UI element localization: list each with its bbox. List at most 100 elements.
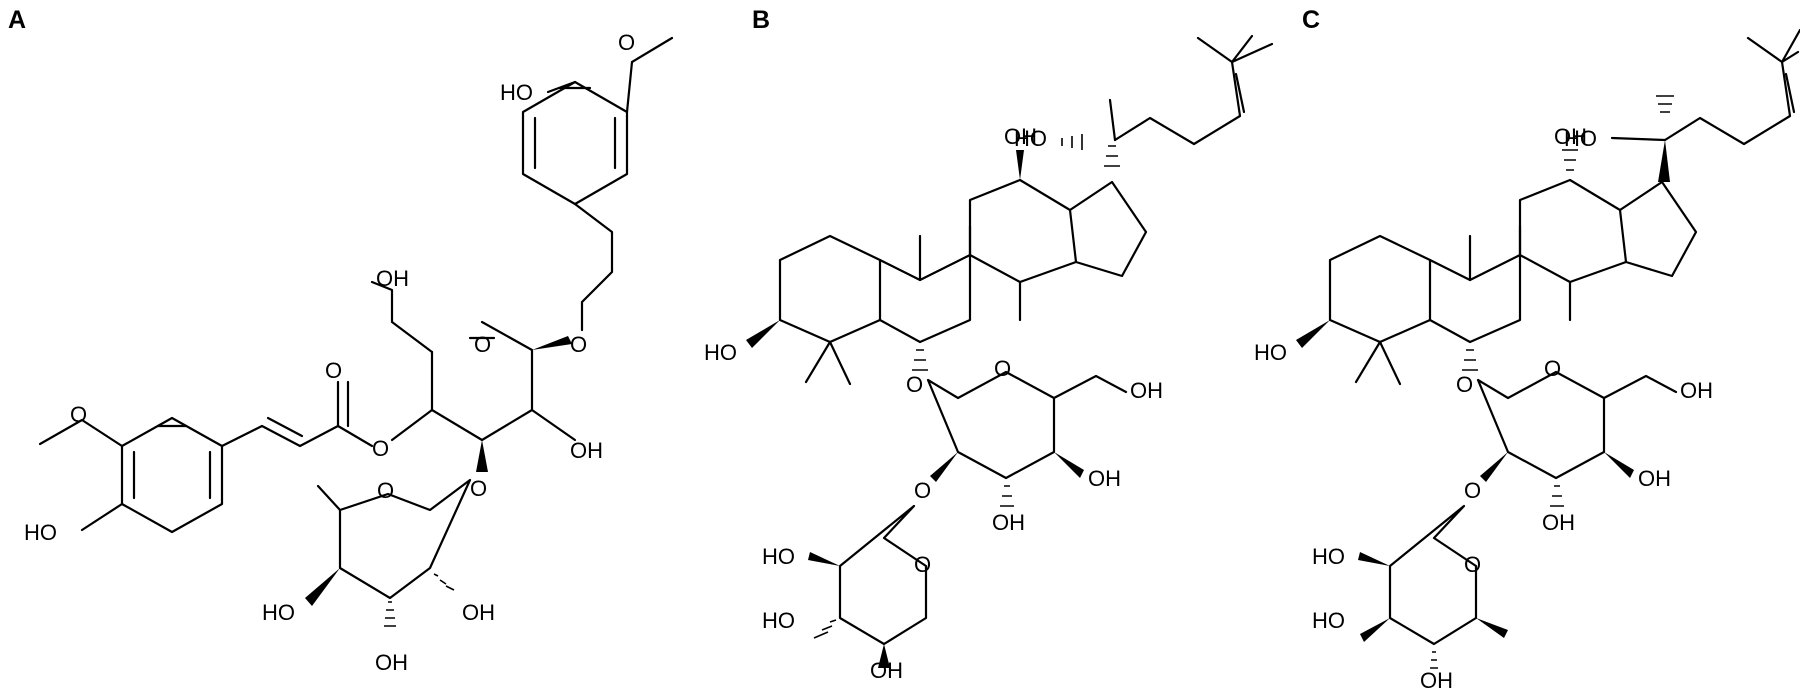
panel-label-a: A: [8, 6, 26, 34]
atom-label-ho: HO: [1312, 608, 1345, 633]
structure-b: B HO OH HO O O OH OH OH O: [704, 6, 1274, 683]
bond-b-angular-methyls: [918, 224, 972, 282]
wedge-c-c17: [1658, 140, 1670, 182]
ring-c-a: [1328, 234, 1432, 344]
atom-label-oh: OH: [1638, 466, 1671, 491]
wedge-c-rham-methyl: [1476, 618, 1508, 638]
ring-c-c: [1518, 178, 1628, 284]
hash-b-c17: [1104, 145, 1120, 167]
hash-a-rham-c2: [433, 573, 455, 591]
bond-b-side-chain: [1113, 36, 1242, 146]
atom-label-ho: HO: [1564, 126, 1597, 151]
hash-c-glc-c3: [1550, 485, 1564, 507]
ring-b-xylose: [838, 504, 928, 646]
ring-b-a: [778, 234, 882, 344]
hash-c-c12: [1562, 149, 1578, 171]
wedge-a-c3: [476, 440, 488, 472]
wedge-a-rham-c4: [305, 568, 340, 606]
bond-a-ho-left: [80, 502, 124, 532]
atom-label-oh: OH: [1542, 510, 1575, 535]
atom-label-oh: OH: [1554, 124, 1587, 149]
atom-label-ho: HO: [762, 608, 795, 633]
atom-label-ho: HO: [704, 340, 737, 365]
atom-label-oh: OH: [1088, 466, 1121, 491]
bond-b-terminal-methyls: [1230, 34, 1274, 64]
structure-c: C HO OH HO O O OH OH OH O: [1254, 6, 1800, 688]
hash-b-c20-oh: [1061, 134, 1083, 150]
ring-c-rhamnose: [1388, 504, 1478, 646]
wedge-c-rham-c3: [1360, 618, 1390, 642]
atom-label-ho: HO: [1254, 340, 1287, 365]
ring-b-glucose: [926, 370, 1056, 480]
ring-b-d: [1068, 180, 1148, 278]
wedge-b-glc-c4: [1054, 452, 1084, 478]
bond-a-ho-top: [546, 80, 577, 94]
bond-a-ethyl-linker: [573, 202, 614, 332]
ring-c-d: [1618, 180, 1698, 278]
hash-b-xyl-c3: [813, 619, 837, 639]
hash-c-c6: [1462, 349, 1478, 371]
bond-c-c20-oh: [1610, 136, 1667, 142]
bond-a-methoxy-top: [625, 36, 674, 114]
ring-c-glucose: [1476, 370, 1606, 480]
bond-b-ch2oh: [1052, 374, 1128, 400]
atom-label-oh: OH: [375, 650, 408, 675]
atom-label-oh: OH: [570, 438, 603, 463]
atom-label-ho: HO: [762, 544, 795, 569]
bond-a-methoxy-left: [38, 418, 124, 448]
atom-label-o: O: [1544, 356, 1561, 381]
atom-label-o: O: [1456, 372, 1473, 397]
bond-a-ch2oh: [370, 280, 434, 354]
atom-label-oh: OH: [992, 510, 1025, 535]
atom-label-ho: HO: [500, 80, 533, 105]
wedge-c-rham-c2: [1358, 552, 1390, 566]
wedge-a-anomeric: [532, 336, 572, 350]
ring-a-left-phenyl-inner: [132, 424, 212, 500]
atom-label-oh: OH: [1130, 378, 1163, 403]
atom-label-o: O: [914, 552, 931, 577]
atom-label-ho: HO: [1312, 544, 1345, 569]
wedge-b-glc-c2: [930, 452, 958, 482]
bond-b-c20-methyl: [1108, 98, 1117, 142]
atom-label-o: O: [1464, 552, 1481, 577]
atom-label-o: O: [474, 332, 491, 357]
atom-label-o: O: [70, 402, 87, 427]
atom-label-ho: HO: [262, 600, 295, 625]
atom-label-o: O: [994, 356, 1011, 381]
ring-a-top-phenyl-inner: [533, 86, 617, 170]
atom-label-o: O: [914, 478, 931, 503]
ring-c-b: [1428, 253, 1522, 344]
bond-c-side-chain: [1663, 36, 1792, 146]
bond-a-c4-ester: [390, 408, 434, 442]
bond-c-ch2oh: [1602, 374, 1678, 400]
bond-a-c2-oh: [530, 408, 577, 442]
atom-label-o: O: [570, 332, 587, 357]
atom-label-oh: OH: [462, 600, 495, 625]
atom-label-o: O: [325, 358, 342, 383]
ring-a-glucose: [430, 320, 534, 442]
atom-label-o: O: [470, 476, 487, 501]
bond-c-side-chain-alkene-inner: [1784, 72, 1796, 114]
bond-c-angular-methyls: [1468, 224, 1522, 282]
atom-label-oh: OH: [1420, 668, 1453, 688]
hash-c-rham-c4: [1430, 651, 1438, 669]
bond-a-alkene-inner: [266, 416, 304, 438]
ring-a-left-phenyl: [120, 416, 224, 534]
wedge-c-glc-c4: [1604, 452, 1634, 478]
bond-a-rham-methyl: [316, 484, 342, 512]
structure-a: A O HO O O OH O O OH O O HO: [8, 6, 674, 675]
atom-label-oh: OH: [870, 658, 903, 683]
atom-label-oh: OH: [376, 266, 409, 291]
ring-a-top-phenyl: [521, 80, 629, 206]
atom-label-o: O: [906, 372, 923, 397]
wedge-b-c12: [1016, 150, 1024, 180]
panel-label-c: C: [1302, 6, 1320, 34]
atom-label-oh: OH: [1004, 124, 1037, 149]
ring-b-c: [968, 178, 1078, 284]
atom-label-o: O: [377, 478, 394, 503]
panel-label-b: B: [752, 6, 770, 34]
atom-label-ho: HO: [24, 520, 57, 545]
atom-label-oh: OH: [1680, 378, 1713, 403]
atom-label-ho: HO: [1014, 126, 1047, 151]
